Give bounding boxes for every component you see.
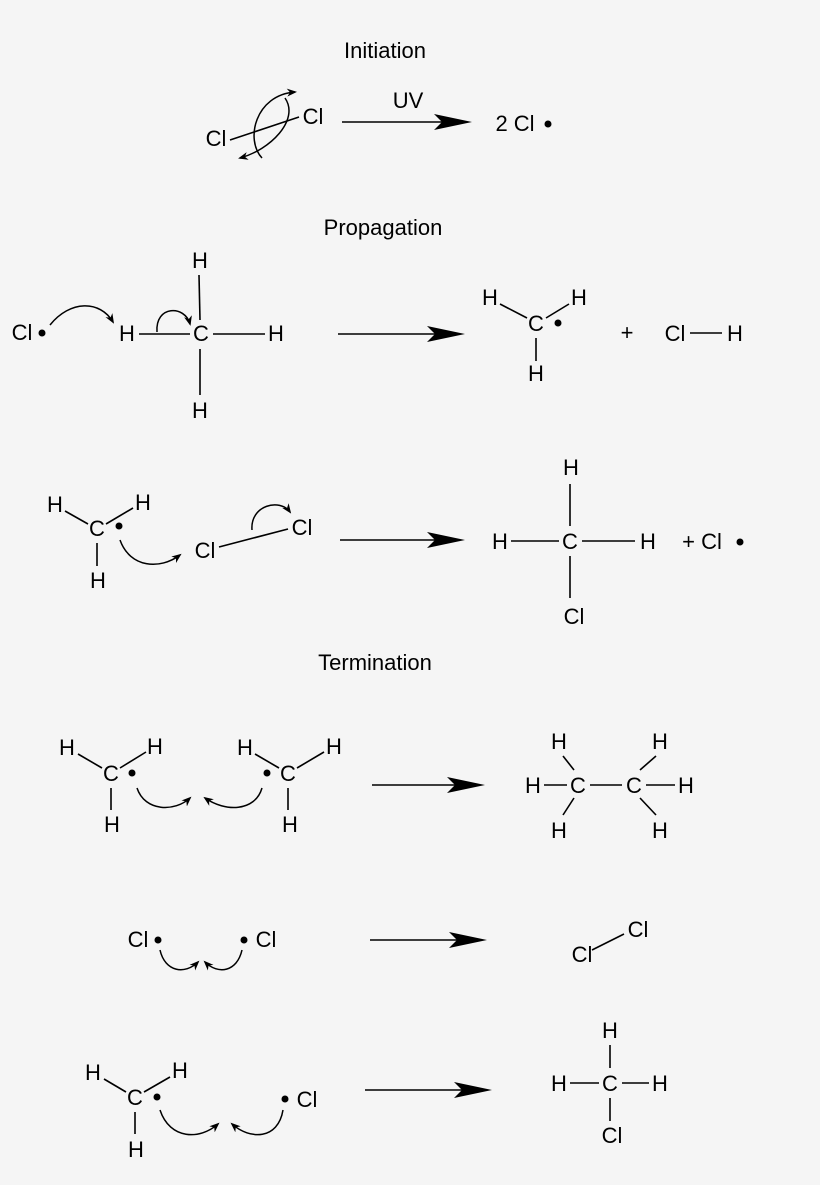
curved-arrow [119, 539, 182, 566]
ethane-product: H C C H H H H H [525, 729, 694, 843]
atom-cl: Cl [292, 515, 313, 540]
atom-h: H [678, 773, 694, 798]
curved-arrow [136, 787, 192, 809]
atom-h: H [551, 818, 567, 843]
atom-h: H [551, 729, 567, 754]
atom-cl: Cl [303, 104, 324, 129]
atom-h: H [652, 818, 668, 843]
atom-h: H [525, 773, 541, 798]
atom-h: H [326, 734, 342, 759]
curved-arrow [238, 97, 290, 160]
atom-c: C [626, 773, 642, 798]
atom-c: C [193, 321, 209, 346]
atom-h: H [237, 735, 253, 760]
chloromethane-product: H C H H Cl [551, 1018, 668, 1148]
radical-dot [38, 329, 46, 337]
curved-arrow [159, 949, 200, 971]
atom-h: H [551, 1071, 567, 1096]
atom-h: H [640, 529, 656, 554]
atom-cl: Cl [572, 942, 593, 967]
atom-cl: Cl [195, 538, 216, 563]
atom-c: C [570, 773, 586, 798]
atom-cl: Cl [665, 321, 686, 346]
atom-c: C [103, 761, 119, 786]
condition-uv: UV [393, 88, 424, 113]
initiation-reactant: Cl Cl [206, 88, 324, 160]
methane: H C H H H [119, 248, 284, 423]
reaction-arrow-head [449, 932, 487, 948]
atom-h: H [652, 729, 668, 754]
curved-arrow [203, 787, 263, 809]
atom-h: H [59, 735, 75, 760]
curved-arrow [203, 949, 243, 971]
atom-h: H [192, 398, 208, 423]
atom-h: H [602, 1018, 618, 1043]
reaction-arrow-head [427, 326, 465, 342]
atom-h: H [85, 1060, 101, 1085]
plus-cl-radical: + Cl [682, 529, 722, 554]
curved-arrow [159, 1109, 220, 1136]
curved-arrow [156, 309, 192, 333]
chloromethane-product: H C H H Cl [492, 455, 656, 629]
atom-h: H [135, 490, 151, 515]
atom-h: H [128, 1137, 144, 1162]
curved-arrow [49, 305, 115, 326]
atom-h: H [282, 812, 298, 837]
curved-arrow [230, 1109, 284, 1136]
atom-cl: Cl [297, 1087, 318, 1112]
section-title-propagation: Propagation [324, 215, 443, 240]
atom-cl: Cl [256, 927, 277, 952]
section-title-termination: Termination [318, 650, 432, 675]
atom-cl: Cl [128, 927, 149, 952]
reaction-arrow-head [447, 777, 485, 793]
atom-h: H [147, 734, 163, 759]
methyl-radical: H C H H [85, 1058, 188, 1162]
methyl-radical-product: H C H H [482, 285, 587, 386]
reaction-arrow-head [427, 532, 465, 548]
reaction-arrow-head [454, 1082, 492, 1098]
atom-h: H [563, 455, 579, 480]
atom-c: C [127, 1085, 143, 1110]
atom-h: H [652, 1071, 668, 1096]
atom-c: C [280, 761, 296, 786]
plus-sign: + [621, 320, 634, 345]
atom-h: H [528, 361, 544, 386]
methyl-radical-b: H C H H [237, 734, 342, 837]
atom-cl: Cl [12, 320, 33, 345]
atom-h: H [104, 812, 120, 837]
atom-c: C [528, 311, 544, 336]
atom-cl: Cl [564, 604, 585, 629]
atom-cl: Cl [628, 917, 649, 942]
curved-arrow [251, 503, 292, 531]
product-2cl-radical: 2 Cl [495, 111, 534, 136]
methyl-radical-a: H C H H [59, 734, 163, 837]
atom-h: H [119, 321, 135, 346]
atom-h: H [47, 492, 63, 517]
atom-h: H [268, 321, 284, 346]
atom-h: H [571, 285, 587, 310]
atom-h: H [90, 568, 106, 593]
atom-h: H [492, 529, 508, 554]
atom-c: C [89, 516, 105, 541]
reaction-arrows [338, 114, 492, 1098]
atom-h: H [727, 321, 743, 346]
atom-cl: Cl [602, 1123, 623, 1148]
atom-h: H [192, 248, 208, 273]
atom-h: H [482, 285, 498, 310]
atom-c: C [602, 1071, 618, 1096]
atom-h: H [172, 1058, 188, 1083]
bond [229, 116, 300, 141]
atom-cl: Cl [206, 126, 227, 151]
atom-c: C [562, 529, 578, 554]
section-title-initiation: Initiation [344, 38, 426, 63]
methyl-radical: H C H H [47, 490, 151, 593]
radical-dot [544, 120, 552, 128]
reaction-arrow-head [434, 114, 472, 130]
